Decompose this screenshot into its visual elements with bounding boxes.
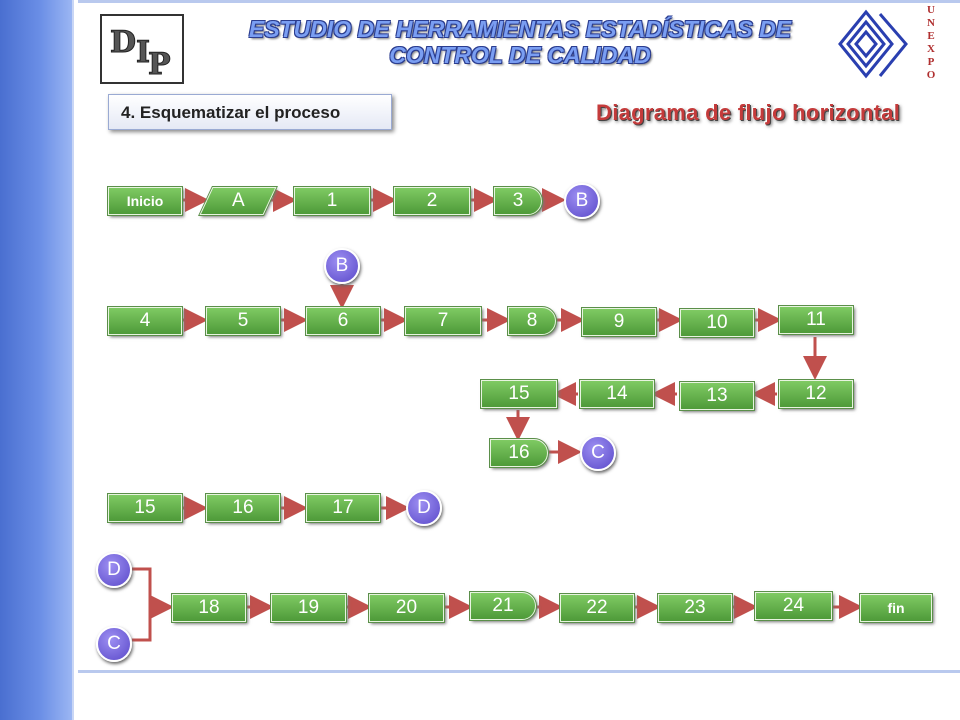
node-15b: 15 [107, 493, 183, 523]
connector-c-out: C [580, 435, 616, 471]
inicio-node: Inicio [107, 186, 183, 216]
node-16: 16 [489, 438, 549, 468]
node-20: 20 [368, 593, 445, 623]
unexpo-logo: UNEXPO [836, 4, 946, 84]
connector-c-in: C [96, 626, 132, 662]
node-16b: 16 [205, 493, 281, 523]
node-23: 23 [657, 593, 733, 623]
node-3: 3 [493, 186, 543, 216]
node-13: 13 [679, 381, 755, 411]
bottom-rule [78, 670, 960, 673]
diagram-subtitle: Diagrama de flujo horizontal [596, 100, 901, 125]
unexpo-logo-text: UNEXPO [926, 4, 936, 81]
node-a-label: A [231, 190, 245, 211]
node-a: A [198, 186, 278, 216]
connector-d-in: D [96, 552, 132, 588]
bracket-d-c [132, 567, 152, 642]
svg-text:P: P [148, 47, 171, 82]
node-10: 10 [679, 308, 755, 338]
node-1: 1 [293, 186, 371, 216]
node-4: 4 [107, 306, 183, 336]
page-title: ESTUDIO DE HERRAMIENTAS ESTADÍSTICAS DE … [215, 16, 825, 68]
node-22: 22 [559, 593, 635, 623]
node-17: 17 [305, 493, 381, 523]
node-8: 8 [507, 306, 557, 336]
svg-text:I: I [136, 35, 150, 70]
node-2: 2 [393, 186, 471, 216]
title-line-1: ESTUDIO DE HERRAMIENTAS ESTADÍSTICAS DE [248, 16, 792, 42]
top-rule [78, 0, 960, 3]
node-9: 9 [581, 307, 657, 337]
node-6: 6 [305, 306, 381, 336]
svg-text:D: D [110, 25, 136, 60]
node-19: 19 [270, 593, 347, 623]
node-15: 15 [480, 379, 558, 409]
node-5: 5 [205, 306, 281, 336]
dip-logo: D I P [100, 14, 184, 84]
node-14: 14 [579, 379, 655, 409]
node-12: 12 [778, 379, 854, 409]
node-11: 11 [778, 305, 854, 335]
fin-node: fin [859, 593, 933, 623]
step-label: 4. Esquematizar el proceso [108, 94, 392, 130]
node-18: 18 [171, 593, 247, 623]
connector-d-out: D [406, 490, 442, 526]
connector-b-out: B [564, 183, 600, 219]
title-line-2: CONTROL DE CALIDAD [389, 42, 651, 68]
node-7: 7 [404, 306, 482, 336]
node-21: 21 [469, 591, 537, 621]
connector-b-in: B [324, 248, 360, 284]
left-sidebar [0, 0, 74, 720]
node-24: 24 [754, 591, 833, 621]
